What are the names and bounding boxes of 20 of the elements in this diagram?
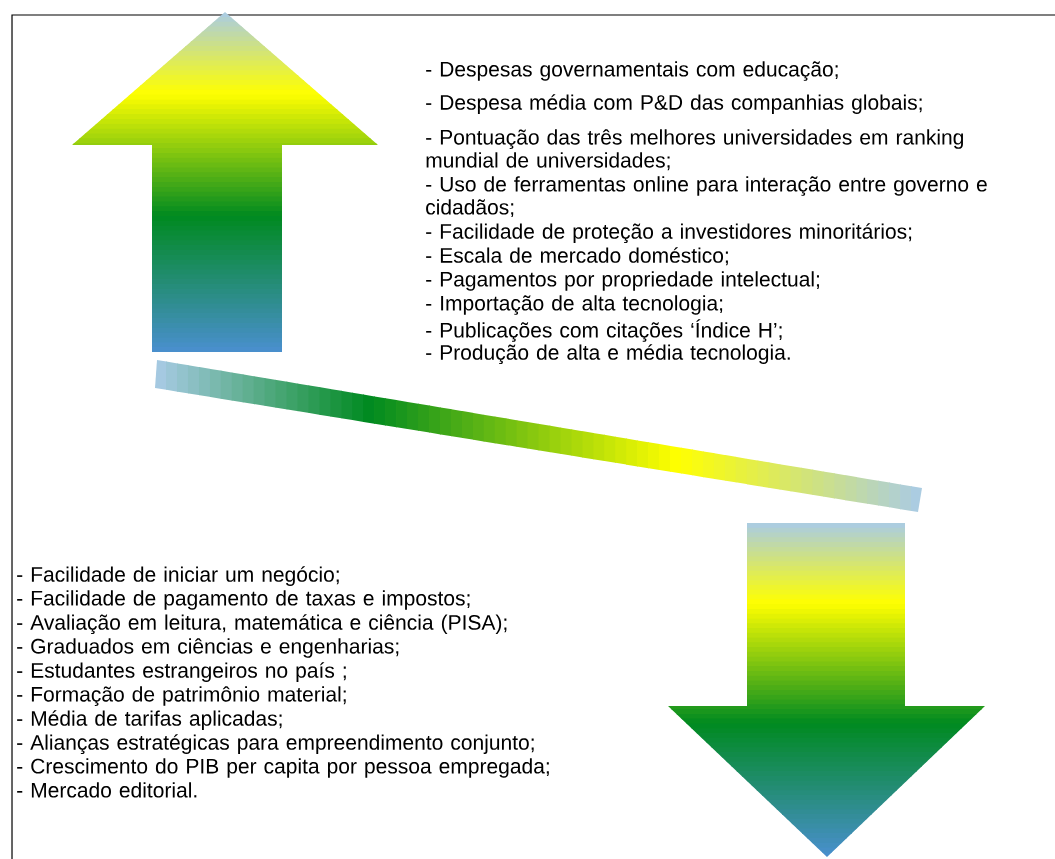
list-item: - Escala de mercado doméstico; xyxy=(426,247,728,266)
list-item: - Mercado editorial. xyxy=(17,782,197,798)
list-item: - Média de tarifas aplicadas; xyxy=(17,710,282,730)
list-item: - Facilidade de proteção a investidores minoritários; xyxy=(426,223,912,244)
list-item: - Crescimento do PIB per capita por pessoa empregada; xyxy=(17,758,549,778)
list-item: - Alianças estratégicas para empreendimento conjunto; xyxy=(17,734,534,755)
list-item: - Importação de alta tecnologia; xyxy=(426,295,723,315)
list-item: - Despesas governamentais com educação; xyxy=(426,61,838,81)
list-item: - Produção de alta e média tecnologia. xyxy=(426,344,790,365)
list-item: - Formação de patrimônio material; xyxy=(17,686,346,706)
list-item: - Pontuação das três melhores universidades em ranking mundial de universidades; xyxy=(426,129,963,171)
list-item: - Graduados em ciências e engenharias; xyxy=(17,638,399,658)
list-item: - Facilidade de iniciar um negócio; xyxy=(17,566,339,586)
list-item: - Despesa média com P&D das companhias globais; xyxy=(426,94,922,114)
list-item: - Avaliação em leitura, matemática e ciência (PISA); xyxy=(17,614,507,635)
list-item: - Publicações com citações ‘Índice H’; xyxy=(426,319,782,342)
list-item: - Facilidade de pagamento de taxas e impostos; xyxy=(17,590,470,610)
list-item: - Estudantes estrangeiros no país ; xyxy=(17,662,346,682)
list-item: - Pagamentos por propriedade intelectual; xyxy=(426,271,819,291)
list-item: - Uso de ferramentas online para interação entre governo e cidadãos; xyxy=(426,176,987,218)
